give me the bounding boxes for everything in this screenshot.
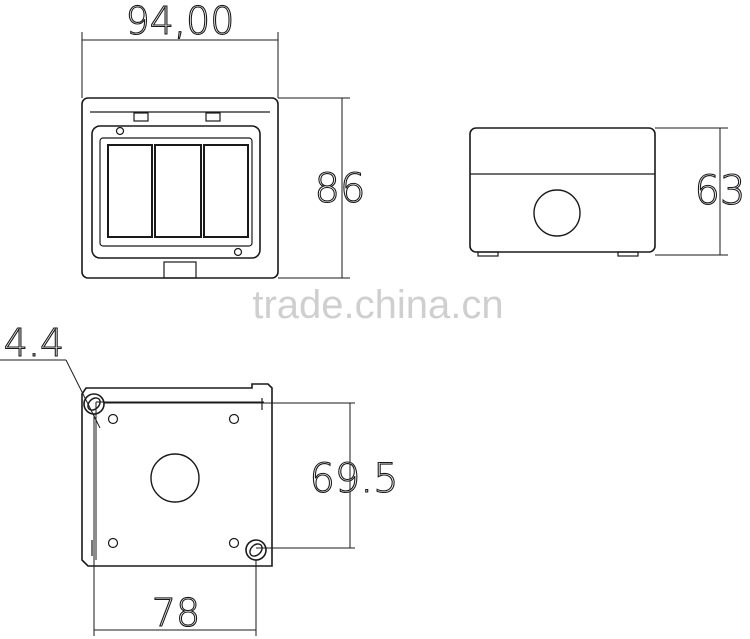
side-view-body <box>469 127 656 253</box>
bottom-view <box>81 383 273 567</box>
dimension-hole-spacing-horizontal: 78 <box>93 414 257 636</box>
dimension-label-height-side: 63 <box>695 168 746 214</box>
front-view-hinge-left <box>133 112 149 122</box>
front-view-window-inner <box>99 137 253 247</box>
mounting-hole-bottom-right <box>228 537 240 549</box>
front-view-latch <box>163 261 197 279</box>
switch-rocker-2 <box>154 144 202 238</box>
front-view-screw-top <box>115 126 125 136</box>
dimension-label-hole-diameter: 4.4 <box>4 321 64 365</box>
dimension-label-hole-spacing-vertical: 69.5 <box>309 456 398 502</box>
front-view-hinge-right <box>205 112 221 122</box>
dimension-label-width: 94,00 <box>126 0 235 43</box>
side-view <box>469 127 656 257</box>
switch-rocker-3 <box>203 144 249 238</box>
side-view-foot-left <box>477 251 499 257</box>
watermark: trade.china.cn <box>252 283 503 327</box>
dimension-label-height-front: 86 <box>315 166 366 212</box>
mounting-hole-bottom-left <box>107 537 119 549</box>
fixing-slot-top-left <box>83 393 105 415</box>
front-view-screw-bottom <box>233 247 243 257</box>
bottom-view-cable-entry <box>150 453 200 503</box>
side-view-cable-entry <box>533 189 581 237</box>
dimension-label-hole-spacing-horizontal: 78 <box>152 591 200 635</box>
mounting-hole-top-left <box>107 413 119 425</box>
front-view <box>81 97 279 279</box>
side-view-foot-right <box>617 251 639 257</box>
mounting-hole-top-right <box>228 413 240 425</box>
bottom-view-body <box>81 383 273 567</box>
dimension-height-side: 63 <box>655 127 746 256</box>
dimension-hole-diameter: 4.4 <box>0 320 101 429</box>
front-view-window-outer <box>91 125 261 259</box>
switch-rocker-1 <box>107 144 153 238</box>
dimension-hole-spacing-vertical: 69.5 <box>104 402 399 549</box>
fixing-slot-bottom-right <box>245 539 267 561</box>
dimension-width-top: 94,00 <box>81 0 279 98</box>
dimension-height-front: 86 <box>278 97 366 279</box>
